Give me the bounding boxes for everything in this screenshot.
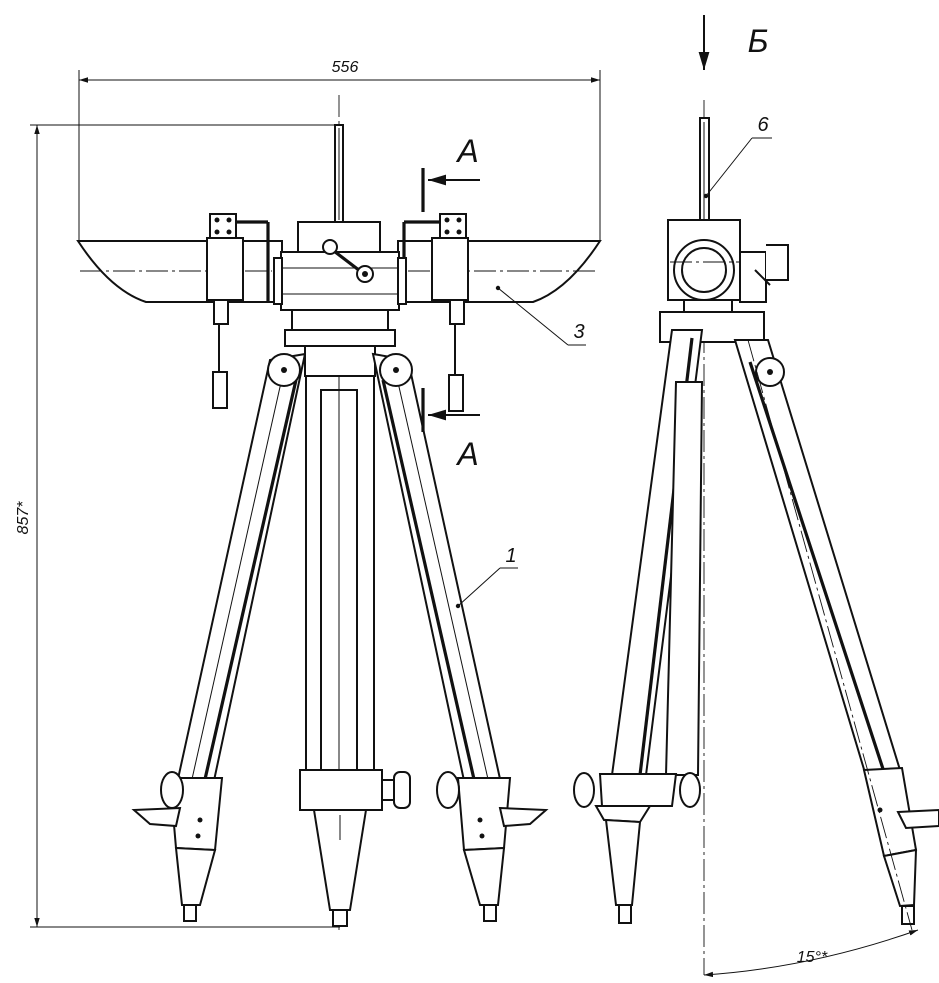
angle-dimension-label: 15°* (797, 949, 828, 966)
reflector-right (397, 213, 602, 412)
angle-dimension: 15°* (703, 929, 919, 978)
section-label-top: A (455, 133, 478, 169)
callout-antenna: 6 (703, 114, 772, 199)
tripod-leg-side-right (733, 339, 939, 931)
view-label: Б (748, 23, 769, 59)
side-view: Б (573, 15, 939, 978)
section-mark-a: A A (421, 133, 480, 472)
head-unit-front (273, 221, 407, 347)
head-unit-side (659, 219, 789, 343)
callout-tripod: 1 (455, 545, 518, 609)
tripod-leg-front-left (131, 352, 307, 922)
tripod-leg-front-center (299, 345, 411, 927)
tripod-leg-front-right (371, 352, 549, 922)
reflector-left (76, 213, 283, 409)
width-dimension-label: 556 (332, 59, 359, 76)
callout-label-3: 3 (573, 321, 584, 343)
front-view: A A 3 1 (76, 95, 602, 930)
callout-label-6: 6 (757, 114, 769, 136)
height-dimension: 857* (15, 124, 340, 928)
antenna-side (699, 117, 710, 223)
callout-reflector: 3 (495, 285, 586, 346)
tripod-leg-side-left (573, 329, 704, 924)
width-dimension: 556 (78, 59, 601, 242)
section-label-bottom: A (455, 436, 478, 472)
antenna-front (334, 124, 344, 224)
callout-label-1: 1 (505, 545, 516, 567)
height-dimension-label: 857* (15, 501, 32, 535)
view-arrow-b: Б (698, 15, 769, 70)
